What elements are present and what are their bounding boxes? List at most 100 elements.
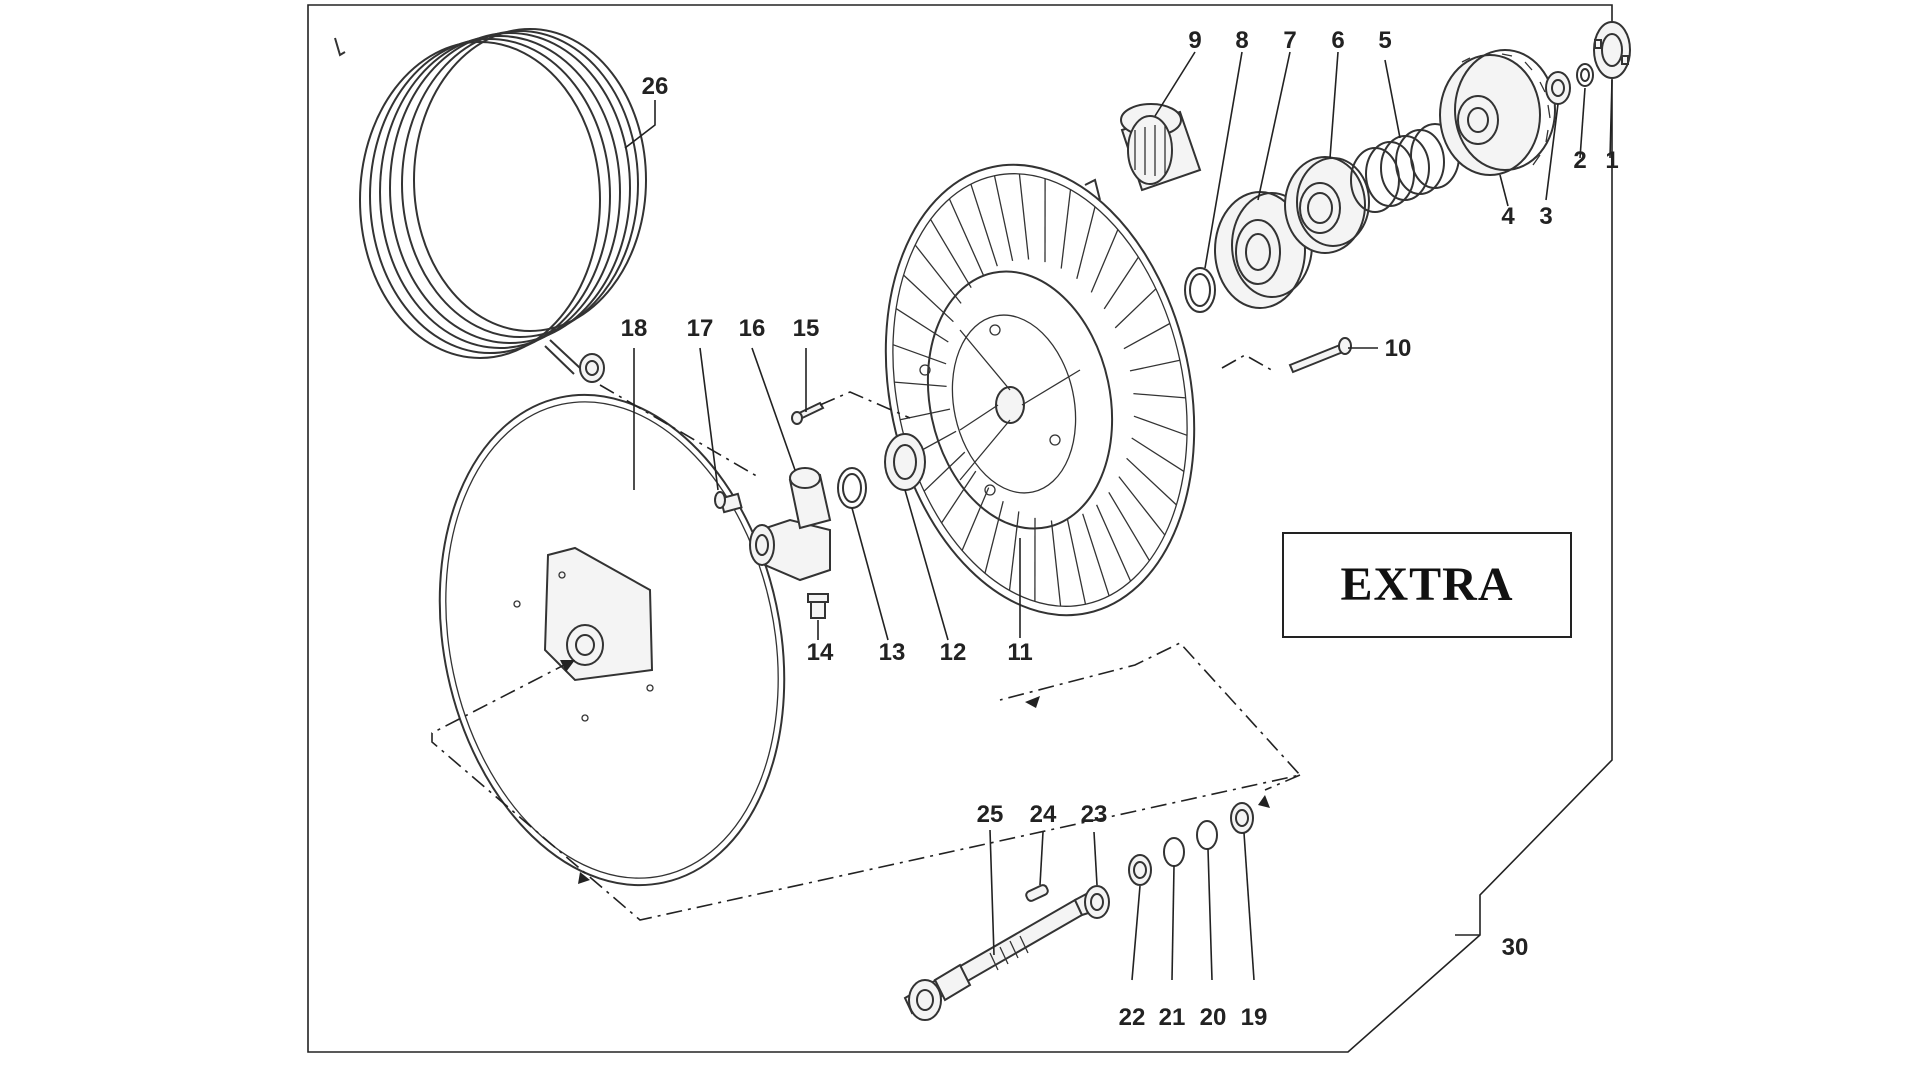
reel-spoke <box>993 175 1014 262</box>
part-22-washer <box>1128 854 1152 886</box>
part-2-ring <box>1576 63 1594 87</box>
arrow-head-3 <box>1258 795 1270 808</box>
part-14-bolt <box>807 593 829 619</box>
reel-spoke <box>1050 520 1062 607</box>
part-17-bolt <box>714 491 743 514</box>
reel-spoke <box>1133 392 1186 399</box>
callout-19: 19 <box>1241 1004 1268 1031</box>
callout-26: 26 <box>642 73 669 100</box>
reel-spoke <box>892 344 947 365</box>
reel-spoke <box>1133 415 1188 436</box>
reel-spoke <box>899 408 951 421</box>
reel-spoke <box>984 501 1004 574</box>
callout-17: 17 <box>687 315 714 342</box>
part-1-cap <box>1593 21 1631 79</box>
callout-15: 15 <box>793 315 820 342</box>
extra-stamp: EXTRA <box>1282 532 1572 638</box>
callout-10: 10 <box>1385 335 1412 362</box>
callout-9: 9 <box>1188 27 1201 54</box>
reel-spoke <box>930 219 972 289</box>
reel-spoke <box>1131 437 1185 472</box>
reel-spoke <box>903 274 954 323</box>
reel-spoke <box>1108 491 1150 561</box>
reel-spoke <box>1103 256 1139 310</box>
callout-13: 13 <box>879 639 906 666</box>
part-16-elbow-fitting <box>749 467 832 582</box>
part-8-snap-ring <box>1184 267 1216 313</box>
callout-20: 20 <box>1200 1004 1227 1031</box>
arrow-head-4 <box>578 872 590 884</box>
reel-spoke <box>1096 504 1132 582</box>
callout-7: 7 <box>1283 27 1296 54</box>
part-10-screw <box>1288 337 1352 374</box>
callout-2: 2 <box>1573 147 1586 174</box>
reel-spoke <box>1076 206 1096 279</box>
part-6-hub <box>1284 156 1370 254</box>
reel-spoke <box>1118 476 1166 536</box>
reel-spoke <box>1126 457 1177 506</box>
arrow-head-1 <box>560 660 575 672</box>
callout-25: 25 <box>977 801 1004 828</box>
reel-spoke <box>970 184 998 267</box>
assembly-line-shaft-loop-2 <box>1264 774 1301 791</box>
reel-spoke <box>914 244 962 304</box>
part-20-o-ring <box>1196 820 1218 850</box>
callout-16: 16 <box>739 315 766 342</box>
part-7-bearing <box>1214 191 1313 309</box>
reel-spoke <box>961 487 990 551</box>
reel-spoke <box>894 381 947 388</box>
arrow-head-2 <box>1025 696 1040 708</box>
part-5-spring <box>1350 123 1460 213</box>
assembly-line-hose-to-fitting <box>599 384 761 479</box>
callout-14: 14 <box>807 639 834 666</box>
extra-stamp-text: EXTRA <box>1340 558 1513 611</box>
part-25-shaft <box>903 890 1100 1021</box>
reel-spoke <box>1018 173 1030 260</box>
part-4-gear <box>1439 49 1556 176</box>
callout-4: 4 <box>1501 203 1515 230</box>
callout-18: 18 <box>621 315 648 342</box>
reel-spoke <box>1082 513 1110 596</box>
part-26-hose-coil <box>334 28 647 383</box>
callout-8: 8 <box>1235 27 1248 54</box>
reel-spoke <box>941 470 977 524</box>
part-21-o-ring <box>1163 837 1185 867</box>
part-15-screw <box>791 401 825 425</box>
callout-30: 30 <box>1502 934 1529 961</box>
reel-spoke <box>923 451 966 492</box>
callout-3: 3 <box>1539 203 1552 230</box>
callout-5: 5 <box>1378 27 1391 54</box>
part-9-gear-sleeve <box>1120 103 1202 192</box>
assembly-line-screw-15 <box>819 391 911 419</box>
callout-22: 22 <box>1119 1004 1146 1031</box>
part-19-washer <box>1230 802 1254 834</box>
part-3-washer <box>1545 71 1571 105</box>
reel-spoke <box>1008 511 1020 591</box>
reel-spoke <box>895 308 949 343</box>
reel-spoke <box>1090 229 1119 293</box>
leader-lines <box>624 51 1613 981</box>
assembly-line-screw-10 <box>1221 354 1276 373</box>
callout-21: 21 <box>1159 1004 1186 1031</box>
callout-6: 6 <box>1331 27 1344 54</box>
callout-11: 11 <box>1007 639 1032 666</box>
callout-12: 12 <box>940 639 967 666</box>
diagram-frame <box>307 4 1613 1053</box>
reel-spoke <box>1129 359 1181 372</box>
callout-1: 1 <box>1605 147 1618 174</box>
callout-24: 24 <box>1030 801 1057 828</box>
reel-spoke <box>1066 518 1087 605</box>
callout-23: 23 <box>1081 801 1108 828</box>
part-23-washer <box>1084 885 1110 919</box>
part-18-side-disc <box>438 393 786 887</box>
part-12-washer <box>884 433 926 491</box>
assembly-line-shaft-loop <box>431 642 1302 921</box>
reel-spoke <box>948 198 984 276</box>
part-13-clip-ring <box>837 467 867 509</box>
reel-spoke <box>1123 322 1171 350</box>
part-24-key <box>1025 884 1049 902</box>
part-11-reel-drum <box>884 163 1196 617</box>
reel-spoke <box>1060 189 1072 269</box>
reel-spoke <box>1114 288 1157 329</box>
